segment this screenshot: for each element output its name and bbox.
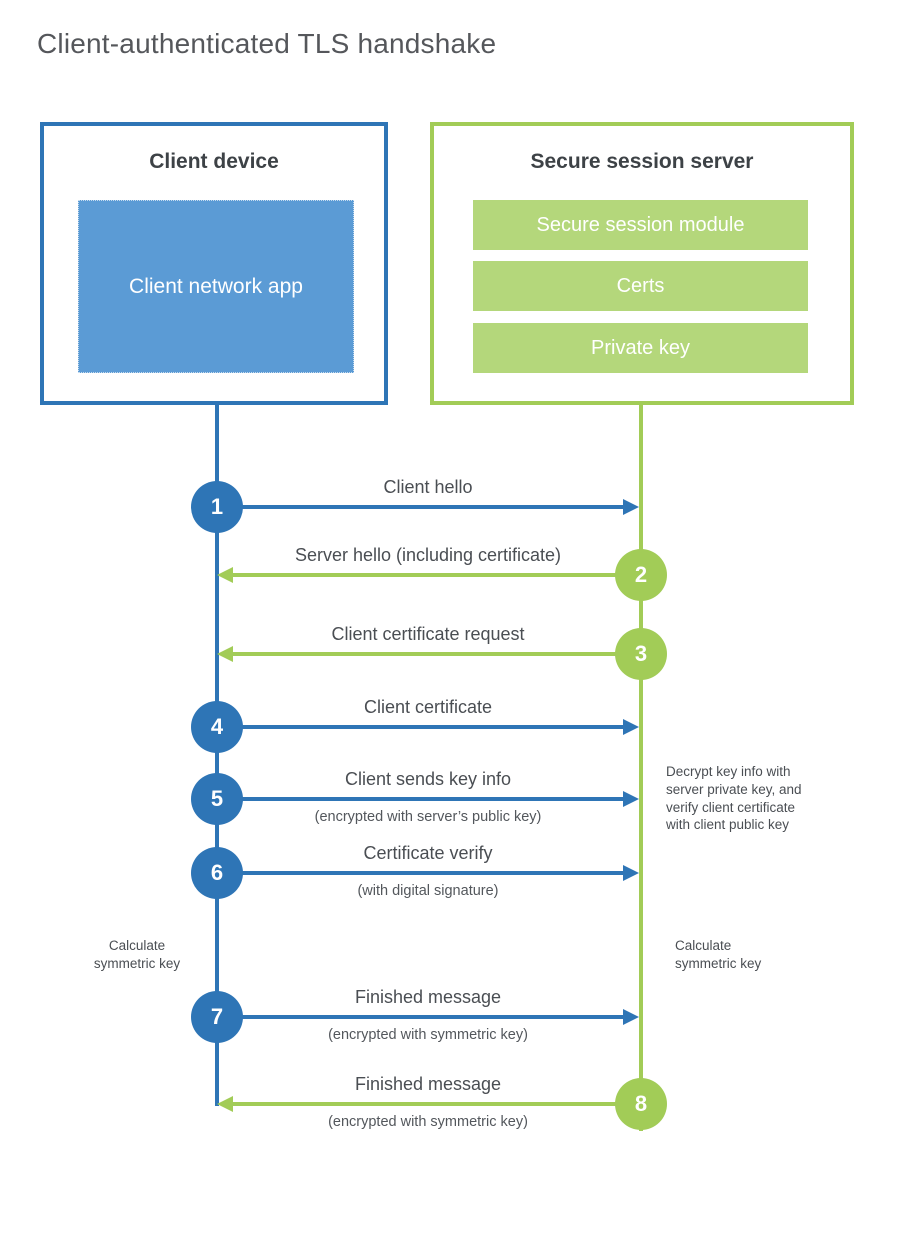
server-module-bar: Secure session module [473,200,808,250]
step-circle-3: 3 [615,628,667,680]
step-number: 6 [210,860,224,885]
step-label: Finished message [354,987,502,1007]
step-circle-5: 5 [191,773,243,825]
secure-session-server-box: Secure session server Secure session mod… [430,122,854,405]
step-circle-1: 1 [191,481,243,533]
client-device-title: Client device [149,150,279,173]
arrow-to-server [217,505,623,509]
arrow-to-server [217,1015,623,1019]
client-device-box: Client device Client network app [40,122,388,405]
arrow-head [623,499,639,515]
step-label: Client certificate request [331,624,525,644]
step-number: 8 [634,1091,648,1116]
arrow-to-server [217,871,623,875]
page-title: Client-authenticated TLS handshake [37,28,497,59]
step-label: Server hello (including certificate) [294,545,562,565]
step-circle-7: 7 [191,991,243,1043]
arrow-head [623,865,639,881]
arrow-head [217,646,233,662]
server-module-bar: Private key [473,323,808,373]
step-circle-4: 4 [191,701,243,753]
secure-session-server-title: Secure session server [530,150,754,173]
step-sublabel: (encrypted with symmetric key) [328,1114,528,1130]
step-number: 7 [210,1004,224,1029]
step-label: Client certificate [363,697,493,717]
arrow-head [217,567,233,583]
step-label: Client sends key info [344,769,512,789]
arrow-to-client [233,652,639,656]
step-circle-8: 8 [615,1078,667,1130]
arrow-head [623,719,639,735]
arrow-to-server [217,725,623,729]
step-circle-6: 6 [191,847,243,899]
client-network-app-block: Client network app [78,200,354,373]
step-label: Certificate verify [363,843,493,863]
arrow-head [623,791,639,807]
step-label: Client hello [383,477,473,497]
server-module-bar: Certs [473,261,808,311]
step-number: 3 [634,641,648,666]
client-lifeline [215,405,219,1106]
client-network-app-label: Client network app [129,274,303,298]
arrow-to-server [217,797,623,801]
step-number: 5 [210,786,224,811]
step-sublabel: (with digital signature) [357,883,499,899]
step-sublabel: (encrypted with symmetric key) [328,1027,528,1043]
step-circle-2: 2 [615,549,667,601]
step-label: Finished message [354,1074,502,1094]
arrow-to-client [233,573,639,577]
step-number: 4 [210,714,224,739]
step-number: 2 [634,562,648,587]
step-number: 1 [210,494,224,519]
arrow-to-client [233,1102,639,1106]
arrow-head [623,1009,639,1025]
server-lifeline [639,405,643,1131]
step-sublabel: (encrypted with server’s public key) [314,809,542,825]
arrow-head [217,1096,233,1112]
